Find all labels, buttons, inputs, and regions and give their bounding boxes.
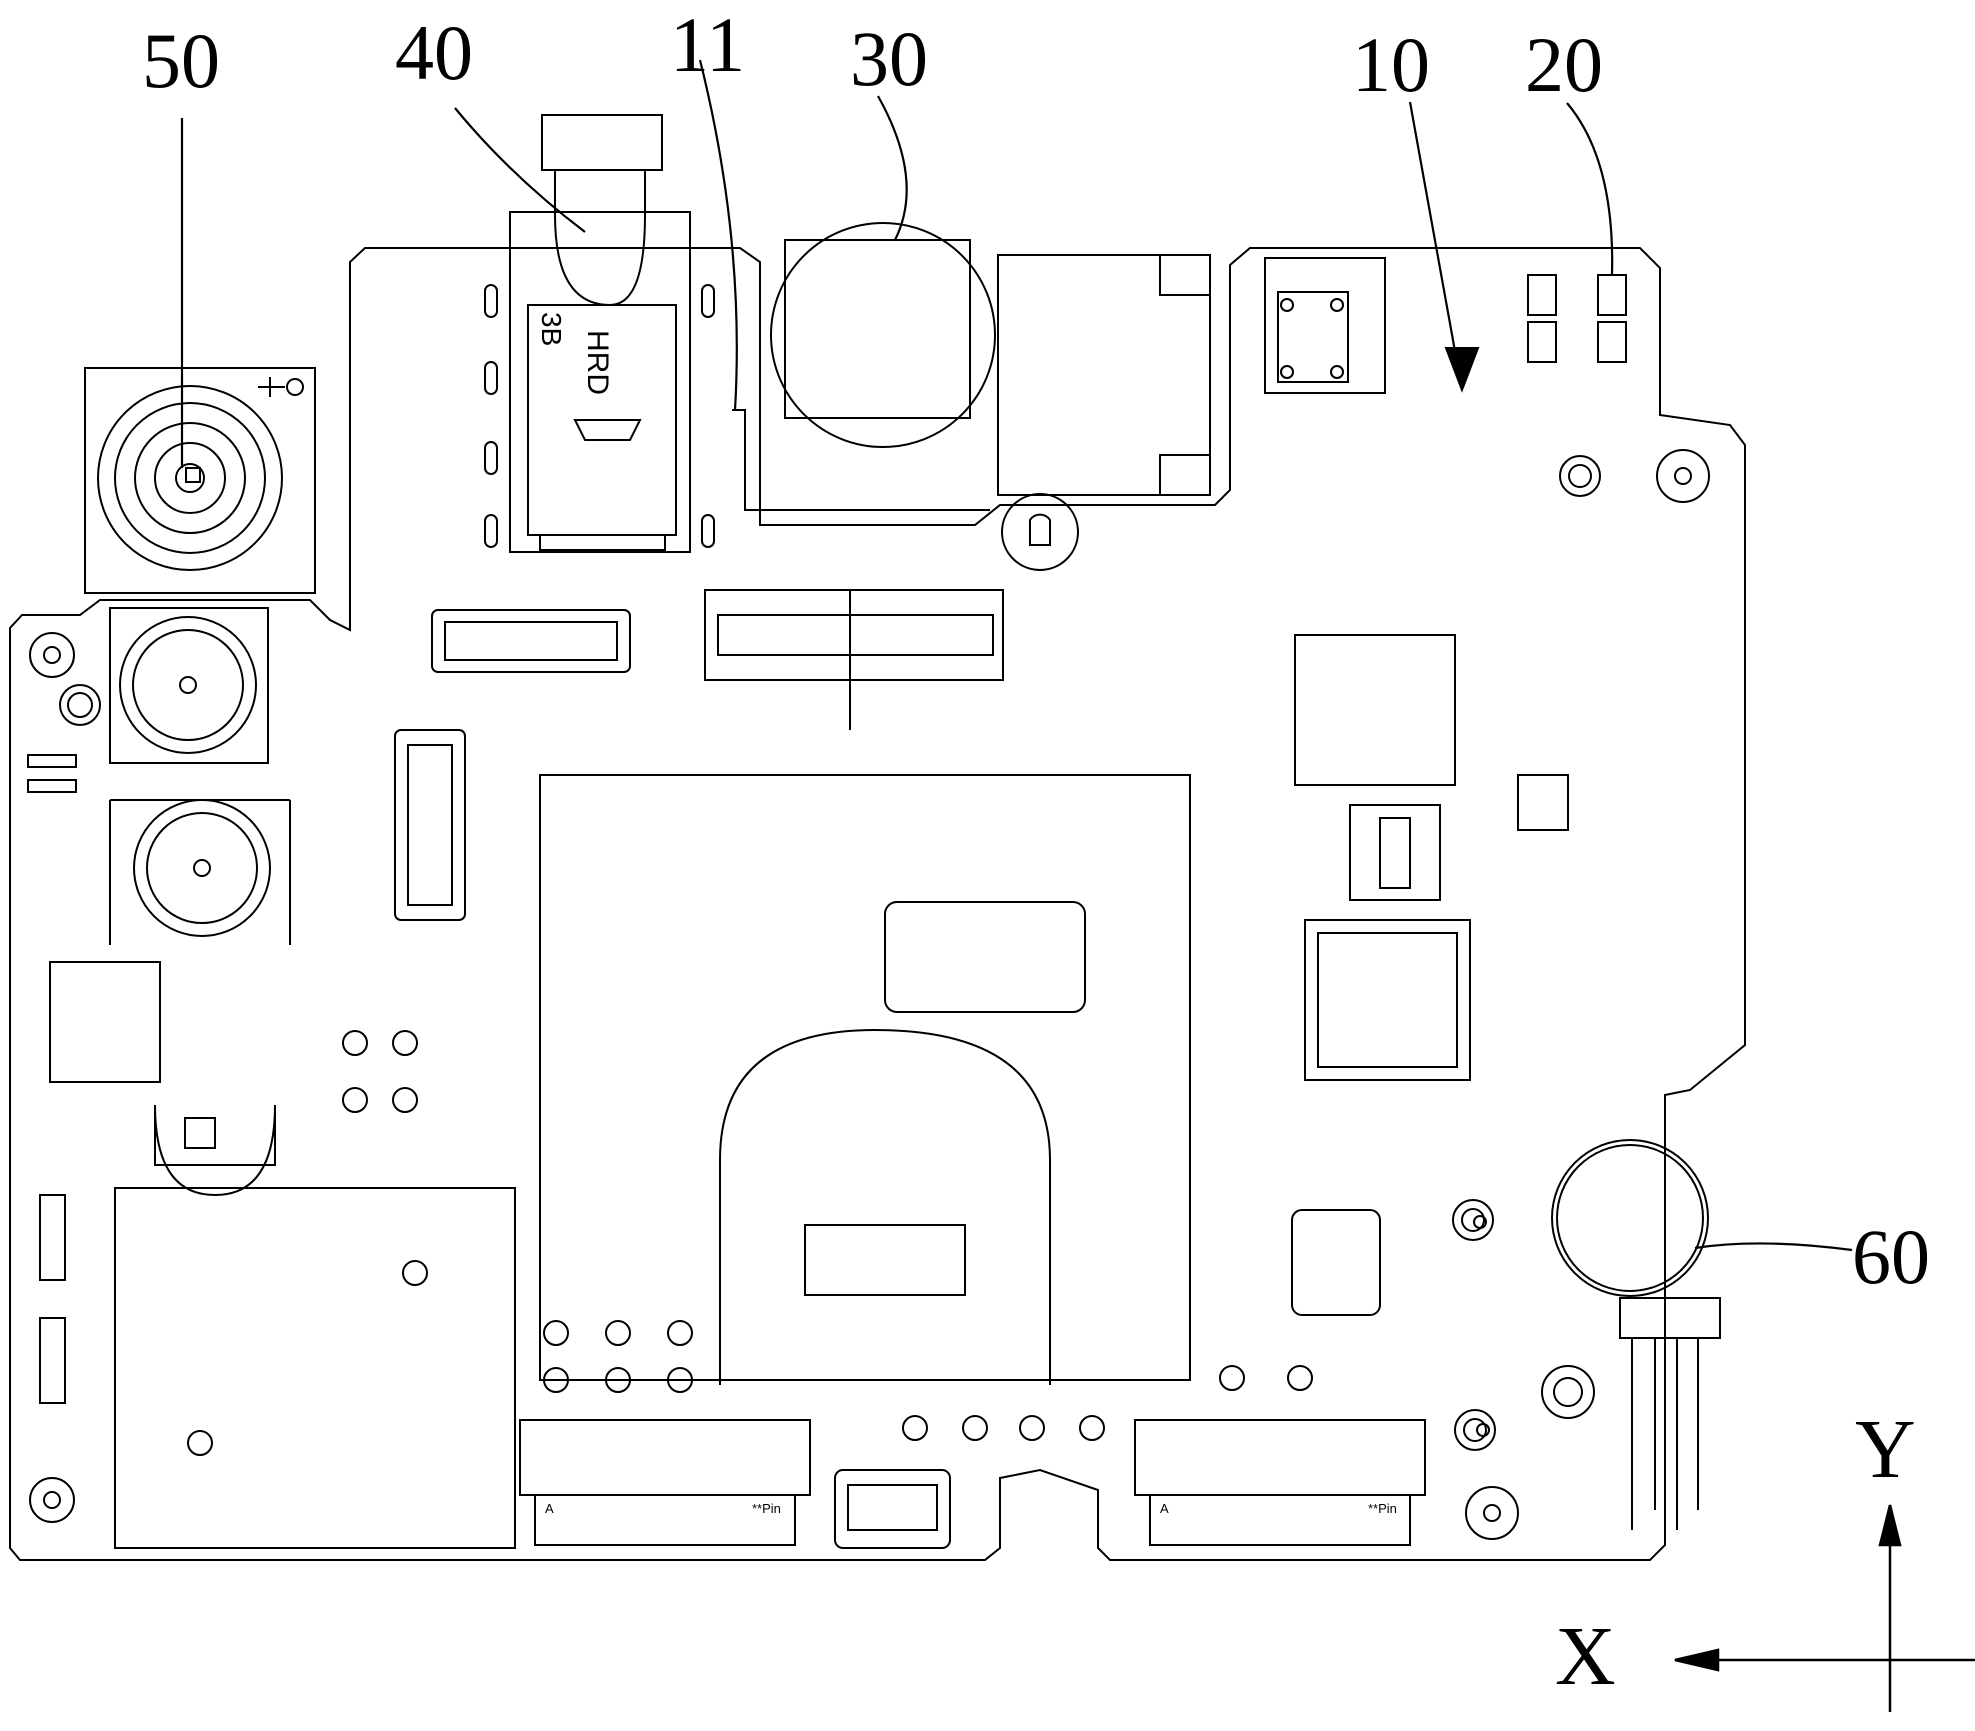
leader-30 (877, 95, 908, 241)
ic-upper-right (1294, 634, 1569, 831)
silk-pin-count-left: **Pin (752, 1501, 781, 1516)
x-arrowhead (1674, 1648, 1720, 1672)
pcb-outline (9, 247, 1746, 1561)
rf-connectors (1291, 1209, 1490, 1437)
connector-40 (509, 114, 691, 553)
leader-40 (454, 107, 586, 233)
ic-small (1349, 804, 1441, 901)
vibration-motor-60 (1551, 1139, 1721, 1530)
board-connector-top (431, 589, 1004, 730)
ic-qfn (1304, 919, 1471, 1081)
shield-can-lower-left (114, 1187, 516, 1549)
fpc-connector-bottom-left (519, 1419, 811, 1546)
label-60: 60 (1852, 1213, 1930, 1300)
leader-lines (180, 59, 1853, 1252)
leader-11 (698, 59, 738, 411)
sensor-chip (1264, 257, 1386, 394)
label-30: 30 (850, 15, 928, 102)
slot-marks (484, 284, 715, 548)
label-10: 10 (1352, 21, 1430, 108)
component-30 (770, 222, 996, 448)
label-11: 11 (670, 1, 746, 88)
mounting-holes (29, 449, 1710, 1540)
component-50 (84, 367, 316, 594)
board-connector-vertical (394, 729, 466, 921)
shield-can (539, 774, 1191, 1385)
axis-label-y: Y (1855, 1403, 1916, 1496)
axis-label-x: X (1555, 1610, 1616, 1703)
edge-trace-11 (732, 409, 990, 511)
arrowhead-10 (1444, 347, 1480, 393)
silk-3b: 3B (536, 312, 567, 347)
leader-60 (1694, 1242, 1853, 1252)
round-connector-upper (109, 607, 269, 764)
silk-pin-count-right: **Pin (1368, 1501, 1397, 1516)
coordinate-axes (1674, 1504, 1975, 1712)
fpc-connector-bottom-mid (834, 1469, 951, 1549)
label-40: 40 (395, 9, 473, 96)
pad-left (154, 1104, 276, 1197)
label-20: 20 (1525, 21, 1603, 108)
component-20 (1527, 274, 1627, 363)
silk-hrd: HRD (581, 330, 614, 395)
label-50: 50 (142, 17, 220, 104)
silk-pin-a-left: A (545, 1501, 554, 1516)
leader-20 (1566, 102, 1614, 276)
y-arrowhead (1878, 1504, 1902, 1547)
fpc-connector-bottom-right (1134, 1419, 1426, 1546)
round-connector-lower (109, 799, 291, 945)
silk-pin-a-right: A (1160, 1501, 1169, 1516)
large-module (997, 254, 1211, 571)
test-pads (342, 1030, 1313, 1441)
leader-10 (1408, 101, 1464, 391)
left-edge-parts (27, 754, 161, 1404)
